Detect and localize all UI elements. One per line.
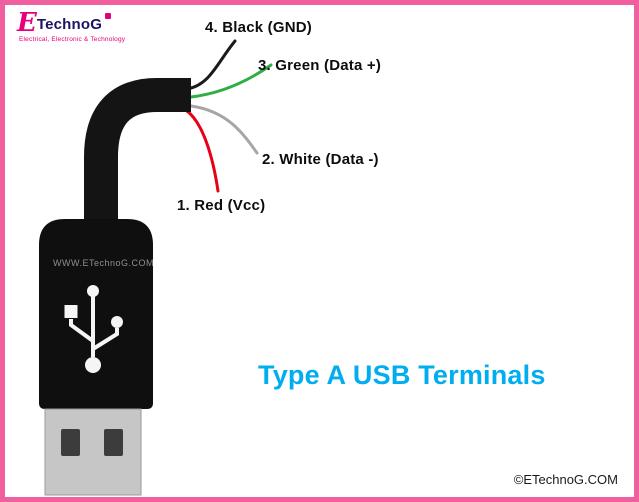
wire-label-4: 4. Black (GND): [205, 19, 312, 36]
trident-base-circle: [85, 357, 101, 373]
trident-branch-square: [64, 305, 78, 318]
logo-rest: TechnoG: [36, 16, 103, 33]
logo-mark-icon: [105, 13, 112, 19]
usb-metal-shell: [44, 408, 142, 496]
logo-initial: E: [17, 8, 37, 38]
wire-green: [189, 63, 273, 99]
usb-connector-body: [39, 219, 153, 409]
wire-label-2: 2. White (Data -): [262, 151, 379, 168]
diagram-title: Type A USB Terminals: [258, 360, 546, 390]
trident-right-branch: [91, 328, 119, 351]
wire-red: [185, 109, 220, 193]
connector-watermark: WWW.ETechnoG.COM: [53, 258, 154, 268]
trident-branch-circle: [111, 316, 123, 328]
metal-hole-left: [61, 429, 80, 456]
wire-label-3: 3. Green (Data +): [258, 57, 382, 74]
trident-left-branch: [69, 319, 95, 343]
wire-black: [185, 39, 237, 91]
copyright-text: ©ETechnoG.COM: [513, 472, 618, 487]
usb-diagram-graphic: WWW.ETechnoG.COM: [39, 39, 273, 496]
usb-cable: [84, 78, 191, 245]
usb-trident-icon: [64, 285, 123, 373]
wire-white: [189, 104, 259, 155]
trident-top-dot: [87, 285, 99, 297]
metal-hole-right: [104, 429, 123, 456]
brand-logo: E TechnoG Electrical, Electronic & Techn…: [17, 10, 125, 44]
logo-tagline: Electrical, Electronic & Technology: [19, 36, 126, 43]
wire-label-1: 1. Red (Vcc): [177, 197, 266, 214]
